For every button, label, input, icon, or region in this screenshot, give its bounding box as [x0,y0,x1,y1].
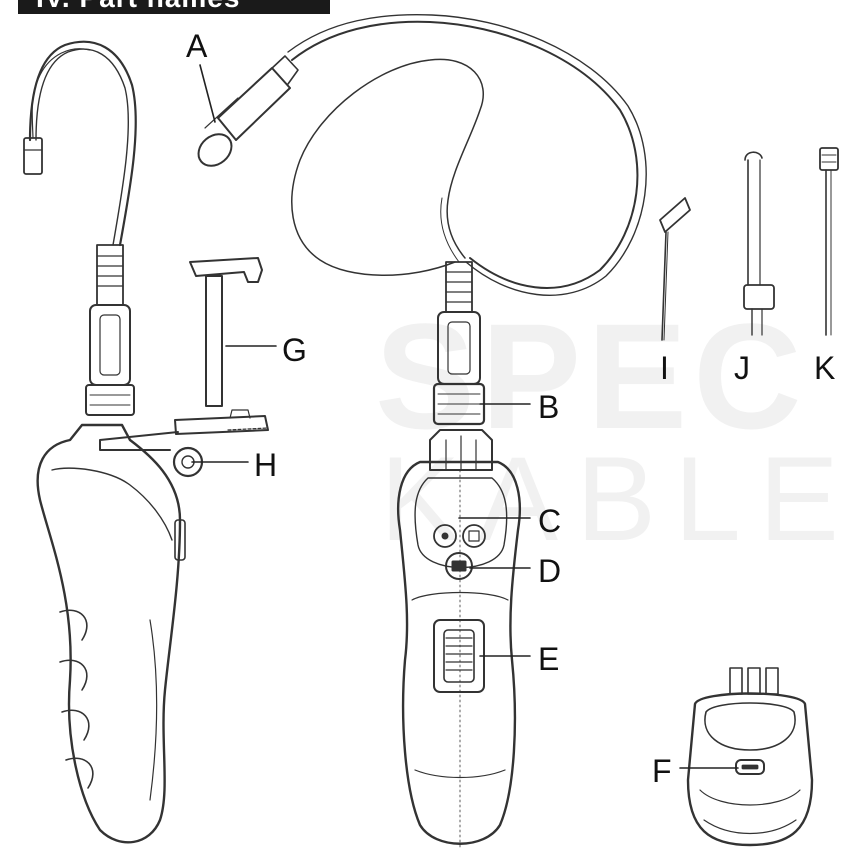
label-g: G [282,332,307,368]
watermark-line-2: KABLE [380,432,857,566]
label-b: B [538,389,560,425]
centre-probe-cable [287,14,647,296]
label-a: A [186,28,208,64]
phone-holder [99,257,269,451]
left-cable-connector [85,244,135,416]
probe-camera-head [197,55,299,167]
label-i: I [660,350,669,386]
buttons-panel [433,524,486,580]
label-c: C [538,503,562,539]
centre-cable-connector [432,261,486,426]
label-j: J [734,350,750,386]
label-e: E [538,641,560,677]
handle-bottom-view [686,667,814,847]
left-handle [36,423,186,844]
label-k: K [814,350,836,386]
section-title-bar: IV. Part names [18,0,330,14]
usb-port [735,759,765,775]
accessory-hook [743,151,775,336]
label-f: F [652,753,672,789]
centre-handle [397,429,521,851]
label-d: D [538,553,562,589]
section-title: IV. Part names [36,0,240,14]
label-h: H [254,447,278,483]
accessory-magnet [819,147,839,336]
watermark-line-1: SPEC [375,292,808,460]
scroll-wheel [433,619,485,693]
left-probe-cable [23,40,137,247]
leader-lines [191,64,739,769]
accessory-mirror [659,197,691,341]
